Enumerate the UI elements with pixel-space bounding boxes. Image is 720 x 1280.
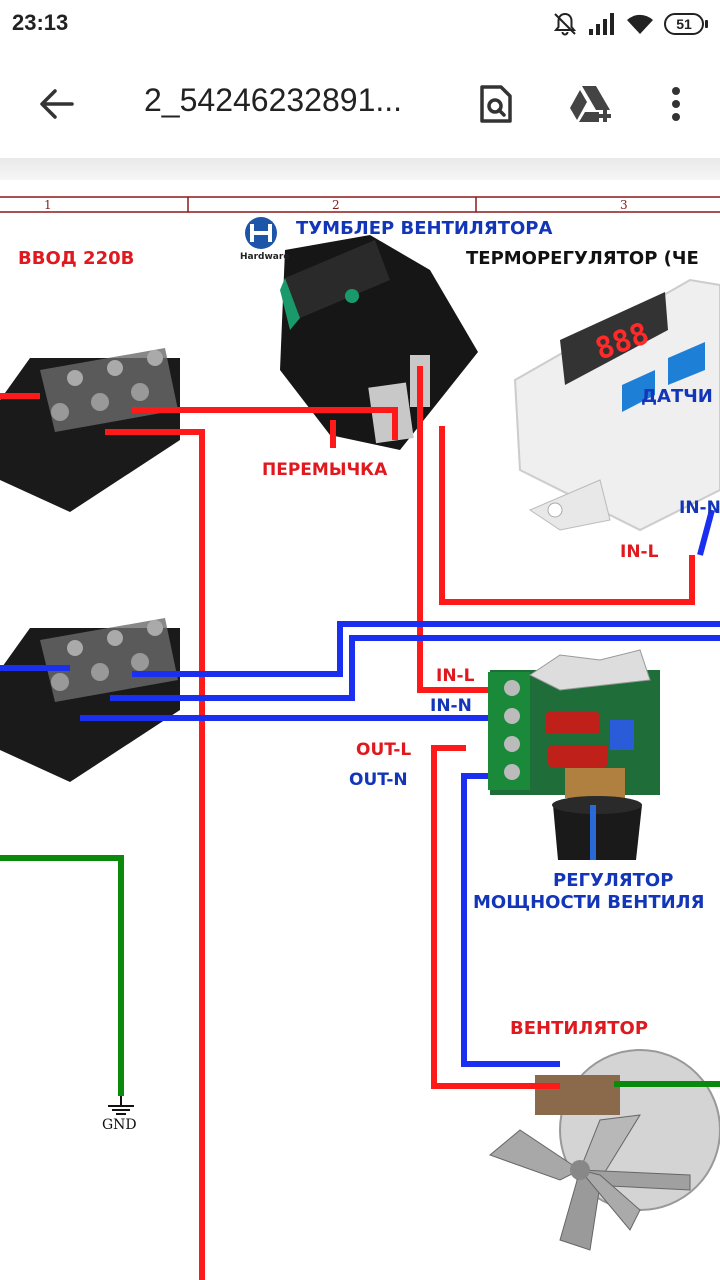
phase-wires xyxy=(0,366,695,1280)
regulator-in-n-label: IN-N xyxy=(430,696,472,716)
rocker-switch xyxy=(280,235,478,450)
find-in-document-button[interactable] xyxy=(468,76,524,132)
regulator-in-l-label: IN-L xyxy=(436,666,475,686)
signal-icon xyxy=(588,12,616,36)
hardware-logo xyxy=(245,217,277,249)
battery-icon: 51 xyxy=(664,13,708,35)
ground-wires xyxy=(0,855,720,1096)
back-button[interactable] xyxy=(28,76,84,132)
thermostat-in-n-label: IN-N xyxy=(679,498,720,518)
fan-label: ВЕНТИЛЯТОР xyxy=(510,1018,649,1039)
more-vert-icon xyxy=(672,87,680,121)
input-220v-label: ВВОД 220В xyxy=(18,248,135,269)
logo-text: Hardware xyxy=(240,252,290,262)
ground-symbol xyxy=(108,1096,134,1115)
thermostat-label: ТЕРМОРЕГУЛЯТОР (ЧЕ xyxy=(466,248,699,269)
more-options-button[interactable] xyxy=(648,76,704,132)
bell-muted-icon xyxy=(552,11,578,37)
app-bar-divider xyxy=(0,158,720,180)
wifi-icon xyxy=(626,12,654,36)
thermostat-in-l-label: IN-L xyxy=(620,542,659,562)
regulator-label-line1: РЕГУЛЯТОР xyxy=(553,870,674,891)
status-bar: 23:13 51 xyxy=(0,0,720,48)
switch-label: ТУМБЛЕР ВЕНТИЛЯТОРА xyxy=(296,218,553,239)
terminal-block-1 xyxy=(0,348,180,512)
document-search-icon xyxy=(480,85,512,123)
grid-label-1: 1 xyxy=(44,198,52,212)
grid-label-2: 2 xyxy=(332,198,340,212)
neutral-wires xyxy=(0,509,720,1067)
wiring-diagram: 888 xyxy=(0,180,720,1280)
battery-level: 51 xyxy=(664,13,704,35)
fan xyxy=(489,1049,720,1251)
drive-add-icon xyxy=(570,86,611,122)
add-to-drive-button[interactable] xyxy=(564,76,620,132)
status-icons: 51 xyxy=(552,10,708,38)
regulator-out-l-label: OUT-L xyxy=(356,740,412,760)
app-bar: 2_54246232891... xyxy=(0,48,720,160)
document-title: 2_54246232891... xyxy=(144,82,403,118)
status-time: 23:13 xyxy=(12,10,69,35)
arrow-left-icon xyxy=(40,89,74,119)
gnd-label: GND xyxy=(102,1117,137,1133)
regulator-out-n-label: OUT-N xyxy=(349,770,408,790)
sensor-label: ДАТЧИ xyxy=(641,386,713,407)
regulator-label-line2: МОЩНОСТИ ВЕНТИЛЯ xyxy=(473,892,705,913)
grid-label-3: 3 xyxy=(620,198,628,212)
power-regulator xyxy=(488,649,660,860)
thermostat xyxy=(513,278,720,532)
jumper-label: ПЕРЕМЫЧКА xyxy=(262,460,388,480)
wiring-diagram-graphic: 888 xyxy=(0,196,720,1280)
frame-ruler xyxy=(0,196,720,213)
